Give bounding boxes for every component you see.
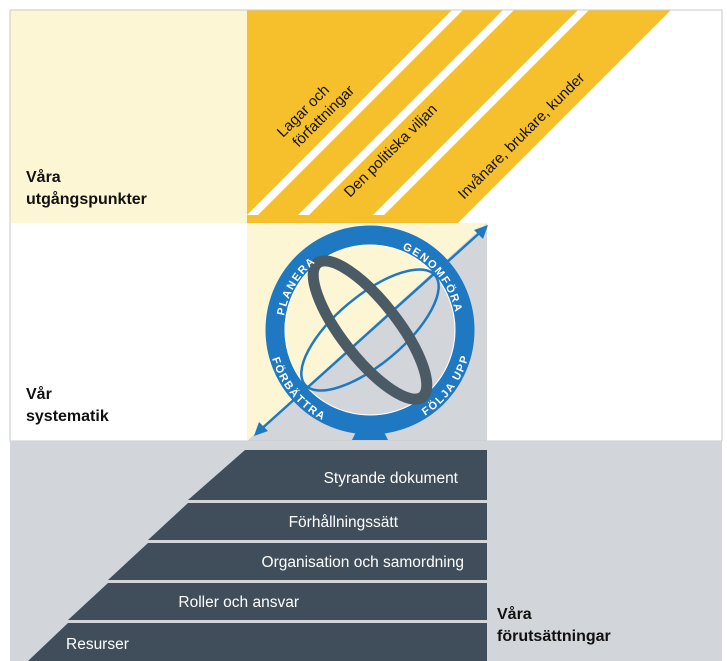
conditions-label-line1: Våra: [497, 605, 532, 623]
stair-block-3: [108, 543, 487, 580]
conditions-label-line2: förutsättningar: [497, 628, 611, 645]
starting-points-label-line2: utgångspunkter: [26, 190, 147, 208]
system-right-background: [487, 223, 722, 441]
stair-label-4: Roller och ansvar: [178, 594, 299, 611]
cycle-ring: [265, 225, 475, 435]
stair-block-1: [188, 450, 487, 500]
cycle-ring-inner-edge: [284, 244, 456, 416]
stair-label-1: Styrande dokument: [324, 470, 459, 487]
stair-label-3: Organisation och samordning: [262, 554, 464, 571]
diagonal-band-divider-1: [247, 10, 463, 215]
stair-block-4: [68, 583, 487, 620]
cycle-blue-ellipse: [300, 268, 440, 392]
cycle-axis-arrow-top: [474, 225, 488, 239]
cycle-stand: [352, 428, 388, 440]
system-label-line1: Vår: [26, 385, 52, 403]
diagonal-band-divider-2: [298, 10, 514, 215]
starting-points-background: [10, 10, 247, 223]
cycle-axis-arrow-bottom: [254, 422, 268, 436]
stair-label-2: Förhållningssätt: [289, 514, 399, 531]
stair-block-2: [148, 503, 487, 540]
system-left-background: [10, 223, 247, 441]
cycle-dark-ellipse: [307, 255, 433, 405]
stair-block-5: [10, 623, 487, 661]
starting-points-label-line1: Våra: [26, 168, 61, 186]
stair-label-5: Resurser: [66, 636, 129, 653]
diagonal-white-corner: [458, 10, 708, 223]
diagonal-band-divider-3: [373, 10, 589, 215]
system-label-line2: systematik: [26, 408, 109, 425]
